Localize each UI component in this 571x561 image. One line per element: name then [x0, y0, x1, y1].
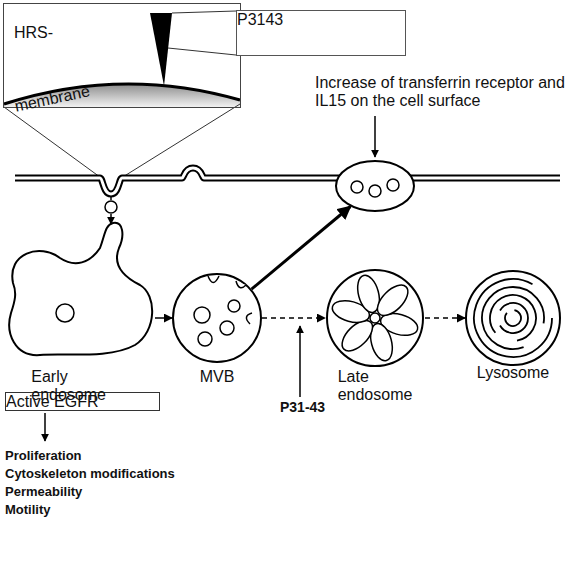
endosome-outline	[9, 223, 152, 355]
cargo-vesicle	[56, 304, 74, 322]
protein-label: HRS-	[14, 24, 53, 42]
effect-item: Proliferation	[5, 448, 82, 463]
peptide-box: P3143	[236, 10, 406, 56]
pointer-arrow	[44, 413, 46, 441]
late-endosome: Late endosome	[325, 268, 425, 368]
intraluminal-vesicle	[194, 307, 210, 323]
membrane-whorl	[474, 279, 552, 357]
membrane-whorl	[505, 310, 521, 326]
membrane-whorl	[490, 295, 536, 341]
membrane-whorl	[482, 287, 544, 349]
pathway-arrow	[262, 317, 325, 319]
endocytic-vesicle	[105, 201, 117, 213]
effect-item: Permeability	[5, 484, 82, 499]
mvb-outline	[173, 274, 261, 362]
effect-item: Cytoskeleton modifications	[5, 466, 175, 481]
lysosome-shape	[465, 270, 561, 366]
zoom-line	[118, 104, 240, 180]
membrane-invagination	[208, 276, 219, 283]
compartment-name: Late endosome	[338, 368, 413, 404]
mvb-compartment-shape	[172, 273, 262, 363]
central-vesicle	[370, 313, 380, 323]
pathway-arrow	[155, 317, 172, 319]
cargo-vesicle	[351, 181, 363, 193]
pathway-arrow	[110, 197, 112, 200]
peptide-wedge	[150, 13, 172, 86]
membrane-whorl	[500, 303, 528, 333]
compartment-name: Lysosome	[477, 364, 549, 382]
cargo-vesicle	[387, 179, 399, 191]
pointer-arrow	[299, 326, 301, 397]
zoom-inset: HRS-membrane	[3, 3, 241, 108]
lysosome-outline	[466, 271, 560, 365]
plasma-membrane-inner	[15, 168, 560, 194]
zoom-line	[168, 48, 236, 55]
effect-item: Motility	[5, 502, 51, 517]
mvb-compartment: MVB	[172, 273, 262, 363]
intraluminal-vesicle	[198, 332, 212, 346]
zoom-line	[4, 107, 104, 180]
peptide-label: P31-43	[280, 399, 325, 415]
recycling-vesicle-shape	[335, 160, 415, 212]
recycling-vesicle: Increase of transferrin receptor and IL1…	[335, 160, 415, 212]
early-endosome: Early endosome	[5, 213, 155, 363]
zoom-line	[172, 11, 236, 13]
plasma-membrane	[15, 168, 560, 194]
membrane-invagination	[236, 281, 246, 288]
pathway-arrow	[252, 207, 351, 290]
membrane-invagination	[246, 313, 252, 324]
receptor-name: Active EGFR	[6, 393, 159, 411]
early-endosome-shape	[5, 213, 155, 363]
late-endosome-outline	[327, 270, 423, 366]
pointer-arrow	[374, 116, 376, 157]
cargo-vesicle	[369, 185, 381, 197]
compartment-name: MVB	[200, 368, 235, 386]
vesicle-outline	[336, 161, 414, 211]
receptor-box: Active EGFR	[5, 392, 160, 411]
intraluminal-vesicle	[228, 300, 240, 312]
pathway-arrow	[425, 317, 465, 319]
effect-note: Increase of transferrin receptor and IL1…	[315, 74, 567, 110]
lysosome: Lysosome	[465, 270, 561, 366]
intraluminal-vesicle	[220, 321, 234, 335]
peptide-name: P3143	[237, 11, 405, 29]
membrane-label: membrane	[13, 82, 92, 116]
late-endosome-shape	[325, 268, 425, 368]
